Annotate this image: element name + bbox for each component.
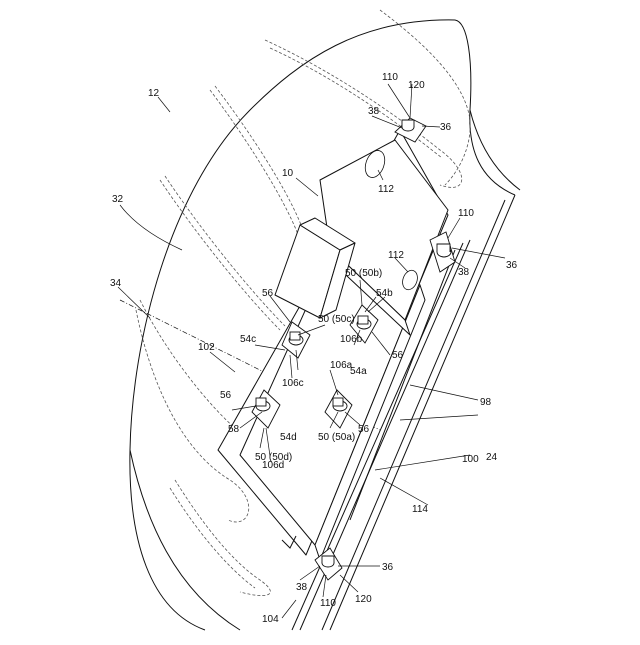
label-102: 102 [198, 342, 215, 353]
label-114: 114 [412, 504, 428, 515]
label-120-top: 120 [408, 80, 425, 91]
label-54a: 54a [350, 366, 367, 377]
label-12: 12 [148, 88, 160, 99]
label-54c: 54c [240, 334, 256, 345]
label-50a: 50 (50a) [318, 432, 355, 443]
label-38-top: 38 [368, 106, 380, 117]
label-120-bottom: 120 [355, 594, 372, 605]
label-34: 34 [110, 278, 122, 289]
label-36-bottom: 36 [382, 562, 394, 573]
label-36-top: 36 [440, 122, 452, 133]
label-50c: 50 (50c) [318, 314, 355, 325]
label-36-right: 36 [506, 260, 518, 271]
label-10: 10 [282, 168, 294, 179]
label-98: 98 [480, 397, 492, 408]
label-106a: 106a [330, 360, 353, 371]
label-56-upper-right: 56 [392, 350, 404, 361]
label-32: 32 [112, 194, 124, 205]
label-104: 104 [262, 614, 279, 625]
label-54b: 54b [376, 288, 393, 299]
label-112-lower: 112 [388, 250, 404, 261]
label-106c: 106c [282, 378, 304, 389]
label-106d: 106d [262, 460, 284, 471]
label-106b: 106b [340, 334, 363, 345]
label-100: 100 [462, 454, 479, 465]
label-58: 58 [228, 424, 240, 435]
mount-right [430, 232, 455, 272]
label-56-upper-left: 56 [262, 288, 274, 299]
label-56-left: 56 [220, 390, 232, 401]
label-112-upper: 112 [378, 184, 394, 195]
label-38-right: 38 [458, 267, 470, 278]
label-24: 24 [486, 452, 498, 463]
label-50b: 50 (50b) [345, 268, 382, 279]
label-56-lower: 56 [358, 424, 370, 435]
label-110-right: 110 [458, 208, 474, 219]
label-54d: 54d [280, 432, 297, 443]
label-110-bottom: 110 [320, 598, 336, 609]
battery-pack [218, 130, 448, 560]
label-110-top: 110 [382, 72, 398, 83]
label-38-bottom: 38 [296, 582, 308, 593]
